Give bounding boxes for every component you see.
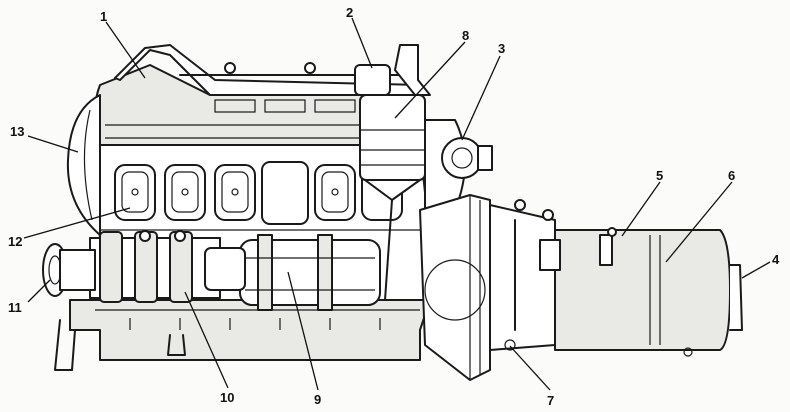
- bell-housing: [419, 194, 491, 381]
- callout-1: 1: [100, 9, 107, 24]
- gearbox: [489, 199, 743, 357]
- leader-10: [184, 291, 229, 389]
- callout-11: 11: [8, 300, 22, 315]
- callout-7: 7: [547, 393, 554, 408]
- callout-12: 12: [8, 234, 22, 249]
- leader-7: [509, 345, 551, 391]
- fuel-pump-drive: [89, 230, 246, 303]
- callout-labels: 1 2 3 4 5 6 7 8 9 10 11 12 13: [8, 5, 780, 408]
- leader-8: [394, 41, 466, 119]
- leader-6: [665, 181, 733, 263]
- leader-11: [27, 279, 51, 303]
- water-pump: [424, 119, 493, 211]
- leader-1: [105, 21, 146, 79]
- leader-9: [287, 271, 319, 391]
- callout-8: 8: [462, 28, 469, 43]
- callout-3: 3: [498, 41, 505, 56]
- leader-13: [27, 135, 79, 153]
- callout-13: 13: [10, 124, 24, 139]
- front-timing-cover: [66, 94, 101, 236]
- crankcase: [54, 299, 431, 371]
- callout-5: 5: [656, 168, 663, 183]
- crankshaft-pulley: [42, 243, 96, 297]
- starter-motor: [239, 234, 381, 311]
- fuel-filter: [354, 44, 431, 301]
- leader-5: [621, 181, 661, 237]
- leader-4: [741, 261, 771, 279]
- callout-4: 4: [772, 252, 780, 267]
- callout-6: 6: [728, 168, 735, 183]
- callout-9: 9: [314, 392, 321, 407]
- callout-2: 2: [346, 5, 353, 20]
- leader-2: [351, 17, 373, 69]
- callout-leaders: [23, 17, 771, 391]
- leader-3: [461, 55, 501, 141]
- leader-12: [23, 207, 131, 239]
- callout-10: 10: [220, 390, 234, 405]
